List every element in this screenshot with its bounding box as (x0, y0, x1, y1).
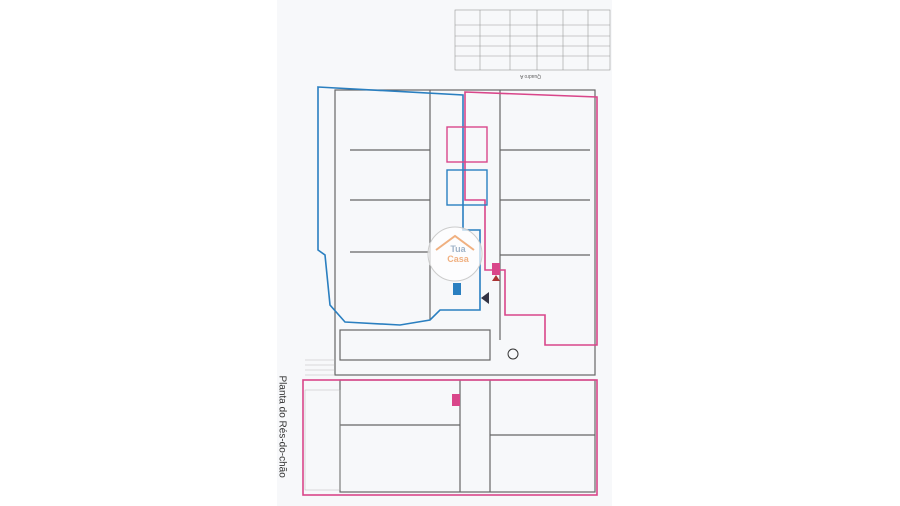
hatched-terrace (304, 359, 341, 491)
unit-outline-blue-small (446, 169, 488, 206)
drawing-title: Planta do Rés-do-chão (276, 375, 288, 478)
entrance-arrow-icon (481, 292, 489, 304)
unit-tag (492, 263, 500, 275)
area-table (454, 9, 611, 71)
entrance-arrow-icon (492, 275, 500, 281)
unit-tag (452, 394, 460, 406)
unit-outline-pink-top (464, 91, 598, 346)
watermark-line1: Tua (450, 244, 466, 254)
house-roof-icon (435, 234, 475, 251)
watermark-logo (427, 226, 483, 282)
table-caption: Quadro A (520, 73, 542, 79)
unit-tag (453, 283, 461, 295)
watermark-line2: Casa (447, 254, 469, 264)
unit-outline-pink-bottom (302, 379, 598, 496)
unit-outline-pink-small (446, 126, 488, 163)
stair-symbol-icon (507, 348, 519, 360)
watermark-text: Tua Casa (438, 244, 478, 264)
